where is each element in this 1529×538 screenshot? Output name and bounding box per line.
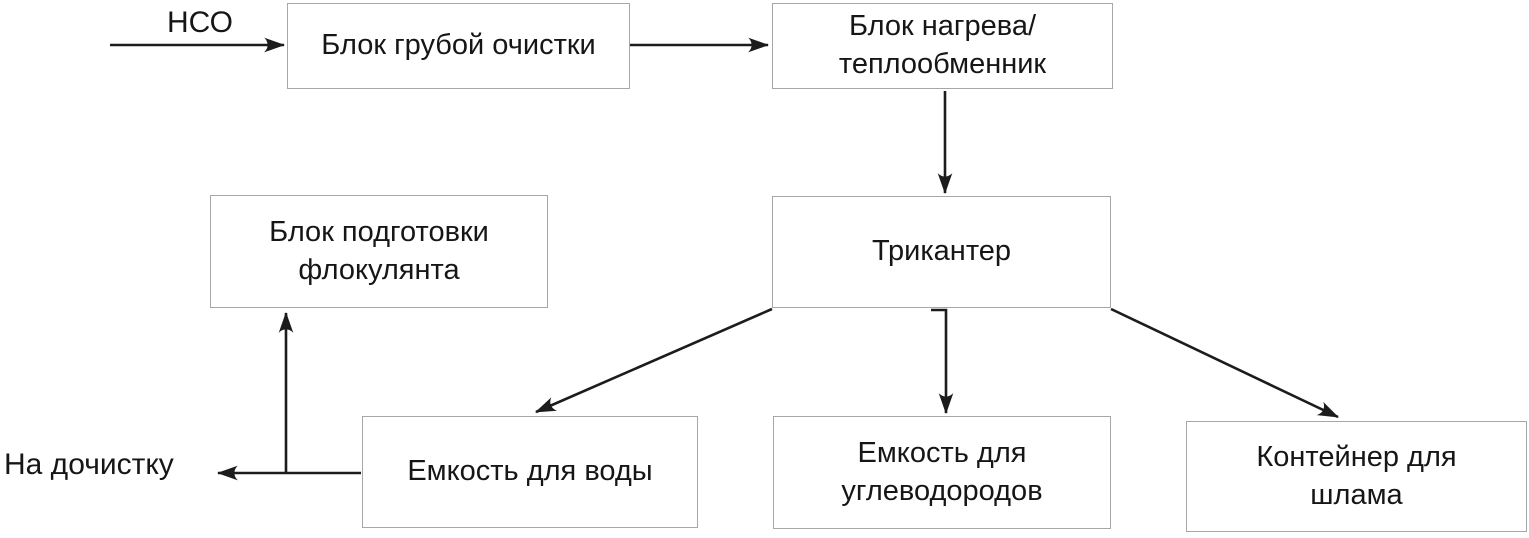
node-tricanter: Трикантер (772, 196, 1111, 308)
arrow-tricanter-to-water-tank (535, 307, 773, 414)
label-input-hco: НСО (166, 6, 233, 39)
node-sludge-container: Контейнер для шлама (1186, 421, 1527, 532)
arrow-tricanter-to-sludge-container (1110, 307, 1339, 419)
node-heating-heat-exchanger: Блок нагрева/ теплообменник (772, 3, 1113, 89)
node-coarse-cleaning: Блок грубой очистки (287, 3, 630, 89)
node-heating-heat-exchanger-label: Блок нагрева/ теплообменник (838, 10, 1047, 80)
node-hydrocarbon-tank: Емкость для углеводородов (773, 416, 1111, 529)
node-water-tank: Емкость для воды (362, 416, 698, 528)
node-tricanter-label: Трикантер (871, 235, 1012, 268)
node-water-tank-label: Емкость для воды (407, 455, 653, 488)
label-output-na-dochistku: На дочистку (4, 448, 174, 481)
node-hydrocarbon-tank-label: Емкость для углеводородов (841, 436, 1043, 507)
node-flocculant-preparation-label: Блок подготовки флокулянта (269, 215, 489, 286)
node-sludge-container-label: Контейнер для шлама (1256, 440, 1457, 511)
arrow-tricanter-to-hydrocarbon-tank (931, 308, 954, 415)
node-flocculant-preparation: Блок подготовки флокулянта (210, 195, 548, 308)
node-coarse-cleaning-label: Блок грубой очистки (321, 29, 596, 62)
